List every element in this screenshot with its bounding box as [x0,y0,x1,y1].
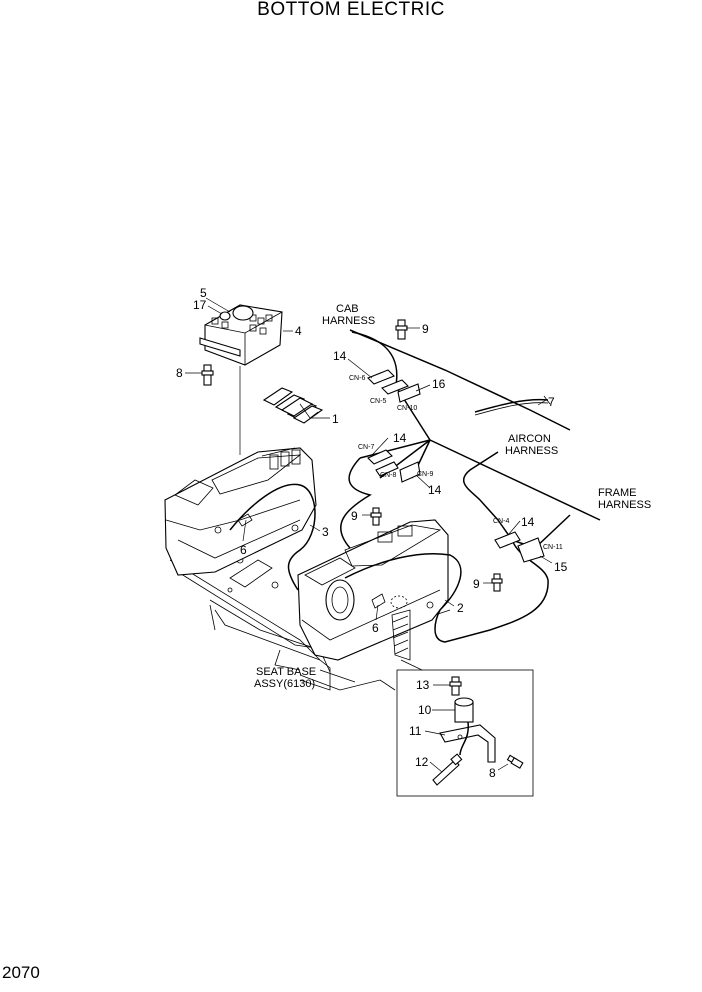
callout-10: 10 [418,703,432,717]
callout-9: 9 [351,509,358,523]
bolt-9-upper [395,319,408,340]
seat-base-label-line2: ASSY(6130) [254,678,315,690]
connector-label-cn4: CN-4 [493,518,509,525]
callouts: 5 17 4 8 1 9 14 16 7 14 14 9 6 3 14 15 9… [176,286,568,780]
frame-harness-label-line1: FRAME [598,487,637,499]
left-console-housing [164,447,317,576]
cab-harness-label-line2: HARNESS [322,315,375,327]
bolt-8-upper [201,364,214,386]
callout-1: 1 [332,412,339,426]
callout-17: 17 [193,298,207,312]
callout-8: 8 [489,766,496,780]
callout-14: 14 [521,515,535,529]
callout-7: 7 [548,395,555,409]
hatched-area [390,595,411,661]
callout-15: 15 [554,560,568,574]
callout-5: 5 [200,286,207,300]
bolt-9-right [491,573,503,592]
connector-label-cn9: CN-9 [417,471,433,478]
callout-16: 16 [432,377,446,391]
callout-9: 9 [473,577,480,591]
callout-6: 6 [240,543,247,557]
connector-label-cn8: CN-8 [380,472,396,479]
connector-label-cn7: CN-7 [358,444,374,451]
callout-6: 6 [372,621,379,635]
connector-label-cn10: CN-10 [397,405,417,412]
sensor-12 [432,753,463,786]
page-number: 2070 [2,963,40,982]
cab-harness-label-line1: CAB [336,303,359,315]
connector-label-cn5: CN-5 [370,398,386,405]
callout-13: 13 [416,678,430,692]
seat-base-label-line1: SEAT BASE [256,666,316,678]
leader-lines [185,297,553,773]
bolt-8-lower [506,754,524,769]
bolts [201,319,503,592]
callout-14: 14 [333,349,347,363]
right-console-housing [297,519,449,661]
callout-4: 4 [295,324,302,338]
seat-switch-detail [396,659,534,797]
aircon-harness-label-line1: AIRCON [508,433,551,445]
frame-harness-label-line2: HARNESS [598,499,651,511]
connector-label-cn11: CN-11 [543,544,563,551]
harness-labels: CAB HARNESS AIRCON HARNESS FRAME HARNESS… [254,303,651,690]
callout-2: 2 [457,601,464,615]
callout-12: 12 [415,755,429,769]
callout-8: 8 [176,366,183,380]
connector-clamps [367,369,545,563]
callout-9: 9 [422,322,429,336]
switch-panel [199,304,283,455]
callout-14: 14 [393,431,407,445]
aircon-harness-label-line2: HARNESS [505,445,558,457]
bolt-9-mid [370,507,382,526]
relay-blocks [262,387,324,424]
bolt-13 [449,676,462,696]
callout-14: 14 [428,483,442,497]
connector-labels: CN-6 CN-5 CN-10 CN-7 CN-8 CN-9 CN-4 CN-1… [349,375,563,551]
bracket-11 [439,724,496,763]
seat-switch-10 [454,697,474,723]
callout-11: 11 [409,724,422,738]
page-title: BOTTOM ELECTRIC [257,0,445,20]
callout-3: 3 [322,525,329,539]
connector-label-cn6: CN-6 [349,375,365,382]
